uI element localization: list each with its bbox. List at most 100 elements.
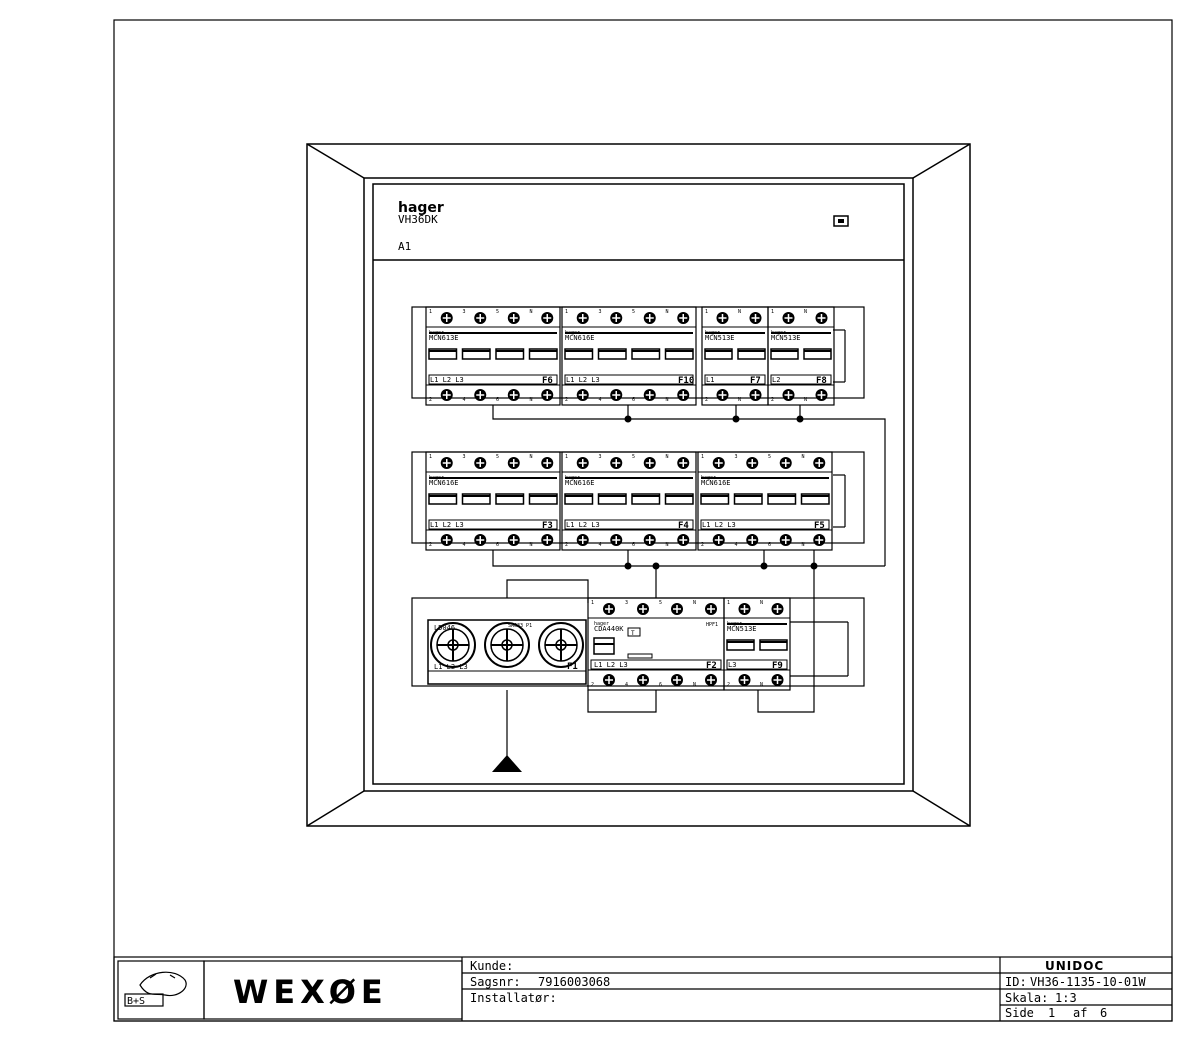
screw-terminal-icon [782, 389, 795, 401]
screw-terminal-icon [749, 389, 762, 401]
screw-terminal-icon [671, 674, 683, 686]
screw-terminal-icon [813, 457, 826, 469]
terminal-label: 5 [496, 454, 499, 460]
phase-label: L1 L2 L3 [594, 661, 628, 669]
screw-terminal-icon [779, 534, 792, 546]
sagsnr-label: Sagsnr: [470, 975, 521, 989]
rcd-tag: HPF1 [706, 622, 718, 628]
terminal-label: 4 [599, 397, 602, 403]
screw-terminal-icon [782, 312, 795, 324]
terminal-label: 2 [701, 542, 704, 548]
terminal-label: N [802, 542, 805, 548]
screw-terminal-icon [637, 674, 649, 686]
terminal-label: 2 [771, 397, 774, 403]
screw-terminal-icon [474, 534, 487, 546]
screw-terminal-icon [738, 674, 751, 686]
terminal-label: N [666, 542, 669, 548]
id-label: ID: [1005, 975, 1027, 989]
screw-terminal-icon [474, 312, 487, 324]
breaker-model: MCN513E [771, 334, 801, 342]
terminal-label: 6 [496, 397, 499, 403]
screw-terminal-icon [474, 389, 487, 401]
screw-terminal-icon [610, 534, 623, 546]
terminal-label: 3 [463, 454, 466, 460]
company-logo: WEXØE [233, 973, 388, 1011]
bs-logo-text: B+S [127, 996, 145, 1007]
phase-label: L3 [728, 661, 736, 669]
breaker-model: MCN513E [727, 625, 757, 633]
terminal-label: 6 [632, 397, 635, 403]
screw-terminal-icon [677, 457, 690, 469]
terminal-label: 6 [496, 542, 499, 548]
terminal-label: N [693, 682, 696, 688]
installator-label: Installatør: [470, 991, 557, 1005]
screw-terminal-icon [507, 312, 520, 324]
skala-value: 1:3 [1055, 991, 1077, 1005]
terminal-label: N [802, 454, 805, 460]
terminal-label: 1 [565, 309, 568, 315]
breaker-model: MCN616E [565, 334, 595, 342]
screw-terminal-icon [603, 674, 615, 686]
terminal-label: 4 [599, 542, 602, 548]
terminal-label: 2 [565, 397, 568, 403]
screw-terminal-icon [716, 389, 729, 401]
breaker-model: MCN616E [701, 479, 731, 487]
screw-terminal-icon [440, 312, 453, 324]
screw-terminal-icon [440, 389, 453, 401]
terminal-label: 2 [705, 397, 708, 403]
screw-terminal-icon [746, 534, 759, 546]
terminal-label: N [804, 397, 807, 403]
screw-terminal-icon [507, 534, 520, 546]
screw-terminal-icon [541, 312, 554, 324]
terminal-label: 3 [463, 309, 466, 315]
terminal-label: 4 [735, 542, 738, 548]
screw-terminal-icon [738, 603, 751, 615]
rcd-id: F2 [706, 661, 717, 671]
terminal-label: 4 [463, 542, 466, 548]
rotary-knob-icon [430, 622, 476, 668]
screw-terminal-icon [677, 534, 690, 546]
screw-terminal-icon [610, 457, 623, 469]
terminal-label: 6 [632, 542, 635, 548]
sagsnr-value: 7916003068 [538, 975, 610, 989]
screw-terminal-icon [637, 603, 649, 615]
rotary-knob-icon [538, 622, 584, 668]
side-value: 1 [1048, 1006, 1055, 1020]
enclosure-frame [306, 143, 971, 827]
terminal-label: N [666, 454, 669, 460]
phase-label: L1 L2 L3 [430, 376, 464, 384]
terminal-label: 3 [625, 600, 628, 606]
terminal-label: 5 [659, 600, 662, 606]
terminal-label: N [666, 309, 669, 315]
terminal-label: 6 [659, 682, 662, 688]
phase-label: L2 [772, 376, 780, 384]
breaker-f9: 12NNhagerMCN513EL3F9 [723, 597, 791, 691]
screw-terminal-icon [541, 534, 554, 546]
title-block [113, 956, 1173, 1022]
screw-terminal-icon [576, 534, 589, 546]
screw-terminal-icon [576, 457, 589, 469]
terminal-label: 3 [599, 309, 602, 315]
terminal-label: 6 [768, 542, 771, 548]
screw-terminal-icon [771, 674, 784, 686]
breaker-id: F10 [678, 376, 694, 386]
screw-terminal-icon [507, 457, 520, 469]
screw-terminal-icon [815, 312, 828, 324]
kunde-label: Kunde: [470, 959, 513, 973]
terminal-label: N [530, 397, 533, 403]
screw-terminal-icon [576, 312, 589, 324]
id-value: VH36-1135-10-01W [1030, 975, 1146, 989]
terminal-label: 5 [632, 454, 635, 460]
breaker-model: MCN513E [705, 334, 735, 342]
breaker-id: F7 [750, 376, 761, 386]
terminal-label: N [666, 397, 669, 403]
breaker-f7: 12NNhagerMCN513EL1F7 [701, 306, 769, 406]
screw-terminal-icon [643, 457, 656, 469]
terminal-label: 1 [429, 454, 432, 460]
